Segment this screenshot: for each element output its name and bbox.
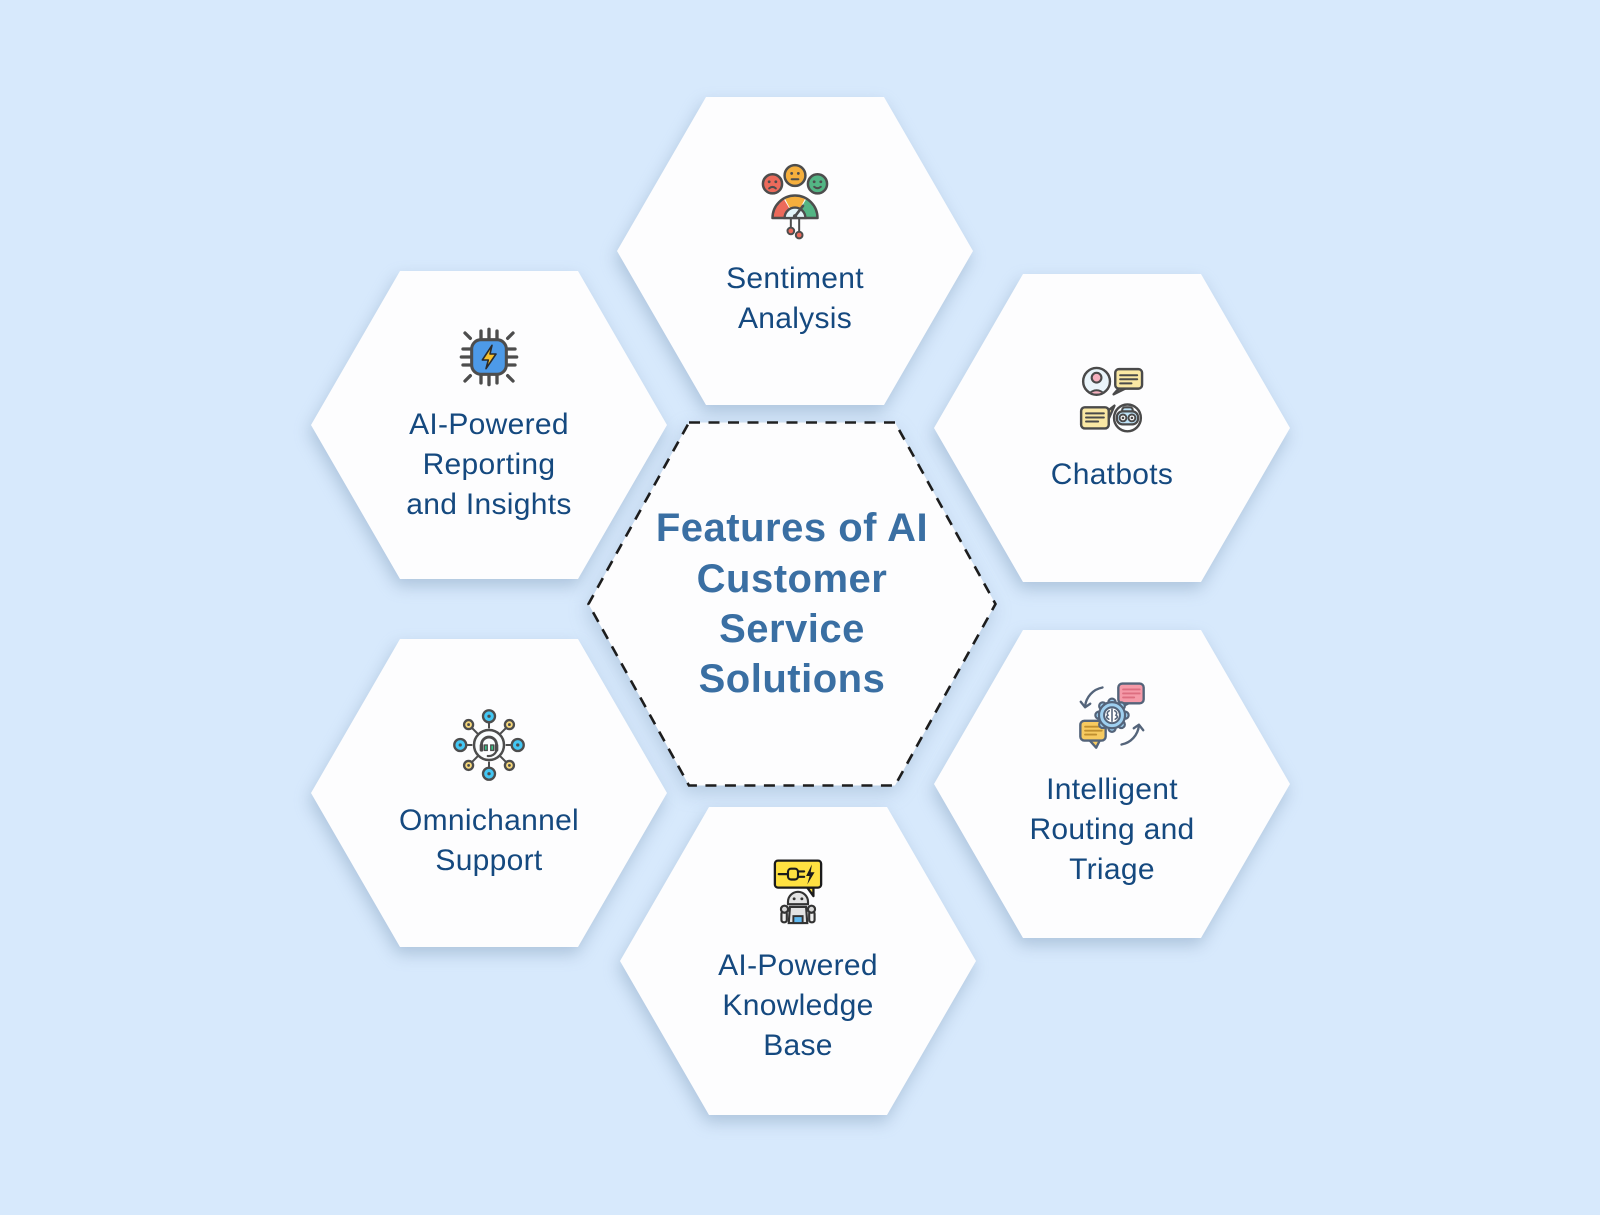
hexagon-reporting-insights: AI-Powered Reporting and Insights bbox=[311, 271, 667, 579]
hexagon-omnichannel-support: Omnichannel Support bbox=[311, 639, 667, 947]
channels-network-headset-icon bbox=[449, 705, 529, 785]
reporting-insights-label: AI-Powered Reporting and Insights bbox=[406, 408, 572, 521]
hexagon-knowledge-base: AI-Powered Knowledge Base bbox=[620, 807, 976, 1115]
omnichannel-support-label: Omnichannel Support bbox=[398, 804, 580, 877]
intelligent-routing-label: Intelligent Routing and Triage bbox=[1029, 773, 1195, 886]
sentiment-gauge-icon bbox=[755, 163, 835, 243]
knowledge-base-label: AI-Powered Knowledge Base bbox=[718, 949, 878, 1062]
chatbot-conversation-icon bbox=[1073, 361, 1151, 439]
chatbots-label: Chatbots bbox=[1050, 458, 1174, 492]
ai-chip-icon bbox=[457, 325, 521, 389]
dashed-hexagon-outline bbox=[587, 421, 997, 787]
robot-plug-bubble-icon bbox=[761, 856, 835, 930]
diagram-title: Features of AI Customer Service Solution… bbox=[655, 506, 929, 702]
hexagon-sentiment-analysis: Sentiment Analysis bbox=[617, 97, 973, 405]
routing-gear-brain-icon bbox=[1074, 678, 1150, 754]
sentiment-analysis-label: Sentiment Analysis bbox=[726, 262, 864, 335]
hexagon-intelligent-routing: Intelligent Routing and Triage bbox=[934, 630, 1290, 938]
hexagon-chatbots: Chatbots bbox=[934, 274, 1290, 582]
hexagon-center-title: Features of AI Customer Service Solution… bbox=[586, 420, 998, 788]
